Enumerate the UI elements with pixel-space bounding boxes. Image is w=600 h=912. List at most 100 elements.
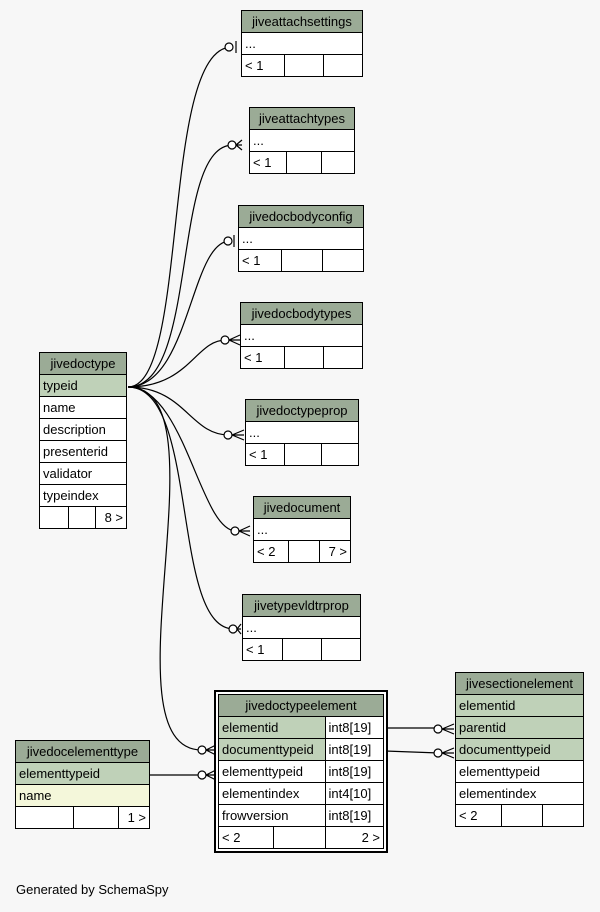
rows-count — [286, 151, 322, 174]
children-count: 2 > — [324, 826, 385, 849]
column-name: elementtypeid — [218, 760, 326, 783]
edge-jivedoctype-jivetypevldtrprop — [127, 386, 235, 630]
column-type: int8[19] — [324, 804, 385, 827]
table-jivedocelementtype[interactable]: jivedocelementtype elementtypeid name 1 … — [15, 740, 150, 829]
column-row: ... — [238, 227, 364, 250]
children-count: 7 > — [319, 540, 351, 563]
column-type: int4[10] — [324, 782, 385, 805]
table-jivedocbodyconfig[interactable]: jivedocbodyconfig ... < 1 — [238, 205, 364, 272]
optional-many-marker — [220, 335, 230, 345]
column-type: int8[19] — [324, 716, 385, 739]
rows-count — [68, 506, 96, 529]
optional-many-marker — [228, 624, 238, 634]
edge-jivedoctype-jiveattachtypes — [127, 144, 234, 388]
parents-count: < 1 — [249, 151, 287, 174]
column-row-primary-key: typeid — [39, 374, 127, 397]
children-count — [321, 151, 355, 174]
rows-count — [282, 638, 322, 661]
parents-count: < 2 — [455, 804, 502, 827]
generated-by-label: Generated by SchemaSpy — [16, 882, 169, 897]
parents-count: < 1 — [238, 249, 282, 272]
table-jivedocument[interactable]: jivedocument ... < 2 7 > — [253, 496, 351, 563]
children-count — [321, 638, 361, 661]
parents-count: < 1 — [242, 638, 283, 661]
edge-jivedoctype-jivedocbodyconfig — [127, 240, 231, 388]
optional-many-marker — [433, 748, 443, 758]
children-count: 8 > — [95, 506, 127, 529]
edge-jivedoctypeelement-documenttypeid — [384, 750, 440, 754]
column-row: ... — [241, 32, 363, 55]
optional-many-marker — [433, 724, 443, 734]
table-title: jivedocelementtype — [15, 740, 150, 763]
table-title: jivedocument — [253, 496, 351, 519]
column-row: presenterid — [39, 440, 127, 463]
column-row: validator — [39, 462, 127, 485]
focus-table-jivedoctypeelement[interactable]: jivedoctypeelement elementid int8[19] do… — [214, 690, 388, 853]
table-title: jiveattachsettings — [241, 10, 363, 33]
table-jivedoctypeprop[interactable]: jivedoctypeprop ... < 1 — [245, 399, 359, 466]
table-jiveattachtypes[interactable]: jiveattachtypes ... < 1 — [249, 107, 355, 174]
table-title: jivedocbodyconfig — [238, 205, 364, 228]
column-row-indexed: name — [15, 784, 150, 807]
edge-jivedoctype-jiveattachsettings — [127, 46, 233, 388]
table-title: jivedoctypeprop — [245, 399, 359, 422]
parents-count — [39, 506, 69, 529]
parents-count: < 2 — [253, 540, 289, 563]
rows-count — [284, 54, 324, 77]
optional-many-marker — [197, 745, 207, 755]
table-title: jivedocbodytypes — [240, 302, 363, 325]
table-title: jivedoctypeelement — [218, 694, 384, 717]
column-row: ... — [253, 518, 351, 541]
table-jivedocbodytypes[interactable]: jivedocbodytypes ... < 1 — [240, 302, 363, 369]
children-count — [321, 443, 359, 466]
rows-count — [284, 443, 322, 466]
table-jiveattachsettings[interactable]: jiveattachsettings ... < 1 — [241, 10, 363, 77]
table-title: jivesectionelement — [455, 672, 584, 695]
rows-count — [273, 826, 326, 849]
table-jivedoctype[interactable]: jivedoctype typeid name description pres… — [39, 352, 127, 529]
column-row: name — [39, 396, 127, 419]
optional-many-marker — [230, 526, 240, 536]
children-count — [323, 54, 363, 77]
column-row: elementtypeid — [455, 760, 584, 783]
parents-count: < 1 — [241, 54, 285, 77]
parents-count: < 2 — [218, 826, 274, 849]
children-count: 1 > — [118, 806, 150, 829]
column-row: typeindex — [39, 484, 127, 507]
table-title: jivetypevldtrprop — [242, 594, 361, 617]
column-name: frowversion — [218, 804, 326, 827]
column-row-foreign-key: parentid — [455, 716, 584, 739]
table-jivetypevldtrprop[interactable]: jivetypevldtrprop ... < 1 — [242, 594, 361, 661]
column-row: elementindex — [455, 782, 584, 805]
column-row-primary-key: elementid — [455, 694, 584, 717]
column-name: elementindex — [218, 782, 326, 805]
parents-count: < 1 — [245, 443, 285, 466]
column-row: ... — [245, 421, 359, 444]
column-type: int8[19] — [324, 760, 385, 783]
rows-count — [73, 806, 119, 829]
column-row: description — [39, 418, 127, 441]
edge-jivedoctype-jivedoctypeelement — [127, 386, 203, 751]
column-row: ... — [240, 324, 363, 347]
table-title: jivedoctype — [39, 352, 127, 375]
rows-count — [288, 540, 320, 563]
optional-many-marker — [197, 770, 207, 780]
column-row: ... — [242, 616, 361, 639]
table-jivedoctypeelement[interactable]: jivedoctypeelement elementid int8[19] do… — [218, 694, 385, 849]
children-count — [323, 346, 363, 369]
table-title: jiveattachtypes — [249, 107, 355, 130]
edge-jivedoctype-jivedocbodytypes — [127, 339, 227, 388]
edge-jivedoctype-jivedoctypeprop — [127, 386, 230, 436]
optional-one-marker — [223, 236, 233, 246]
column-row-foreign-key: documenttypeid — [455, 738, 584, 761]
table-jivesectionelement[interactable]: jivesectionelement elementid parentid do… — [455, 672, 584, 827]
rows-count — [501, 804, 543, 827]
column-row-primary-key: elementtypeid — [15, 762, 150, 785]
column-name-primary-key: elementid — [218, 716, 326, 739]
rows-count — [284, 346, 324, 369]
column-row: ... — [249, 129, 355, 152]
optional-one-marker — [224, 42, 234, 52]
rows-count — [281, 249, 323, 272]
optional-many-marker — [223, 430, 233, 440]
